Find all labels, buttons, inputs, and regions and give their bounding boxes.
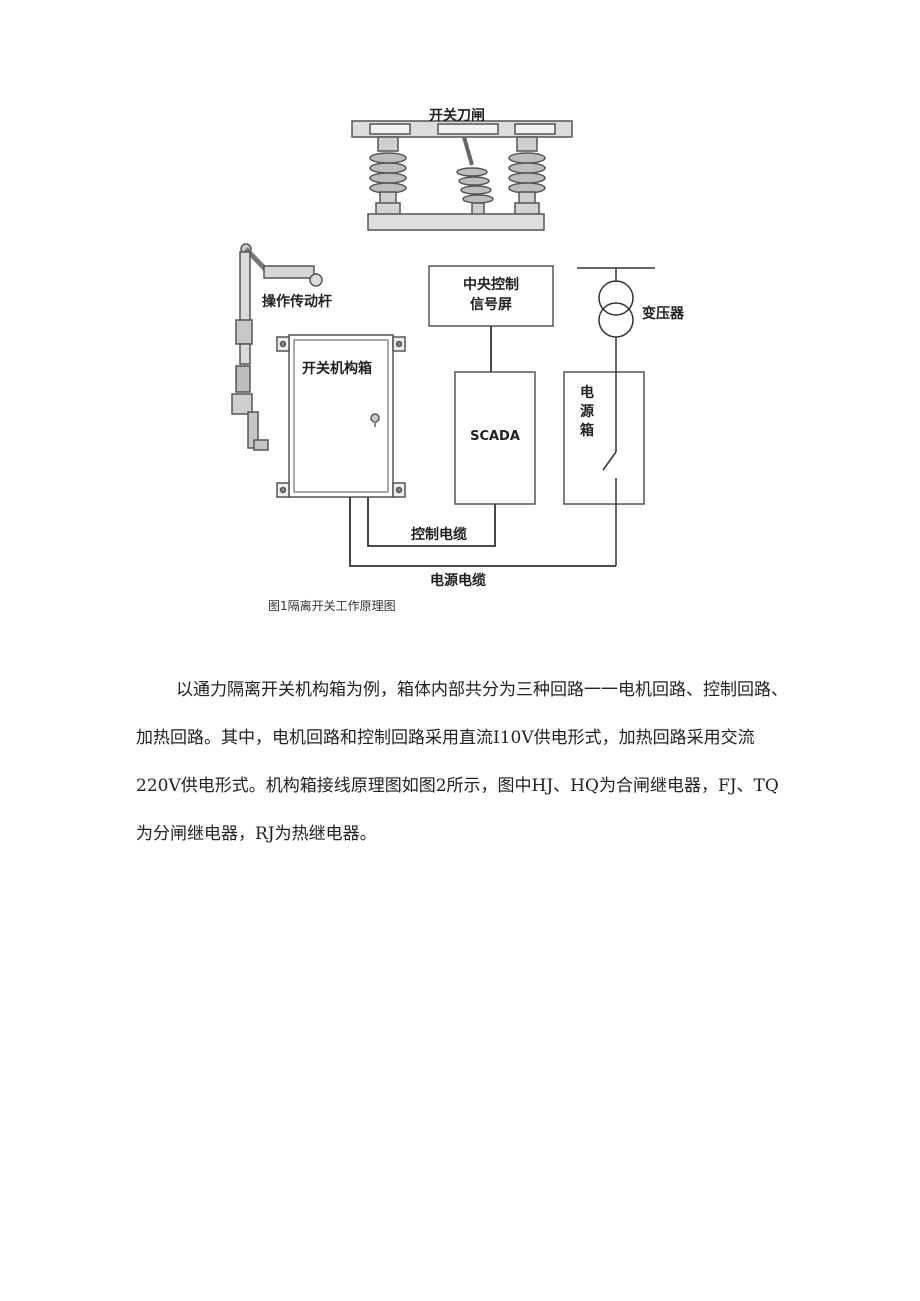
power-box-label-3: 箱 xyxy=(580,423,594,439)
power-box xyxy=(563,371,645,505)
operating-rod-label: 操作传动杆 xyxy=(262,294,332,310)
scada-box xyxy=(454,371,536,505)
figure-caption: 图1隔离开关工作原理图 xyxy=(268,599,396,613)
transformer-symbol xyxy=(577,267,655,566)
operating-rod-drawing xyxy=(231,243,323,451)
mechanism-box-drawing xyxy=(276,334,406,498)
transformer-label: 变压器 xyxy=(642,306,684,322)
isolating-switch-diagram: 开关刀闸 操作传动杆 中央控制 信号屏 变压器 开关机构箱 SCADA 电 源 … xyxy=(0,0,920,640)
paragraph-text: 以通力隔离开关机构箱为例，箱体内部共分为三种回路一一电机回路、控制回路、加热回路… xyxy=(136,680,788,844)
diagram-drawing xyxy=(231,120,655,567)
switch-blade-assembly xyxy=(351,120,573,231)
wiring xyxy=(349,326,616,567)
power-cable-label: 电源电缆 xyxy=(430,573,486,589)
control-cable-label: 控制电缆 xyxy=(411,527,467,543)
scada-label: SCADA xyxy=(470,429,520,444)
central-control-label-line2: 信号屏 xyxy=(470,297,512,313)
mechanism-box-label: 开关机构箱 xyxy=(302,361,372,377)
switch-blade-label: 开关刀闸 xyxy=(429,108,485,124)
central-control-box xyxy=(428,265,554,327)
power-box-label-1: 电 xyxy=(580,385,594,401)
central-control-label-line1: 中央控制 xyxy=(463,277,519,293)
body-paragraph: 以通力隔离开关机构箱为例，箱体内部共分为三种回路一一电机回路、控制回路、加热回路… xyxy=(136,666,790,858)
power-box-label-2: 源 xyxy=(580,404,594,420)
